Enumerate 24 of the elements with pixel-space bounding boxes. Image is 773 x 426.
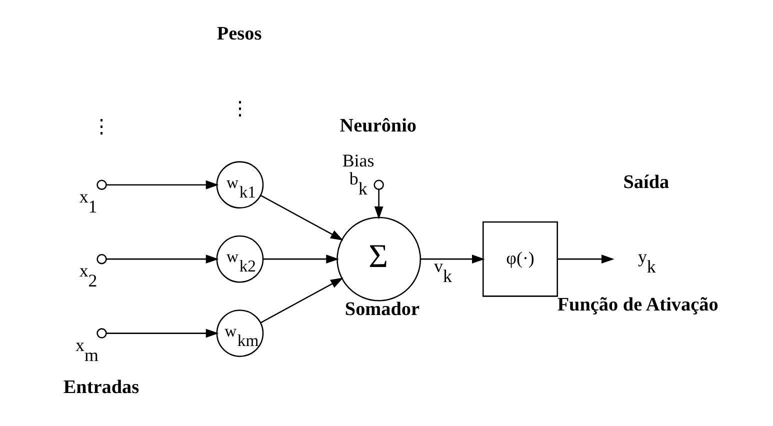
arrow [420, 254, 485, 264]
node-label: Função de Ativação [557, 294, 718, 316]
node-circle [96, 328, 107, 338]
arrow [106, 180, 219, 190]
arrow [260, 278, 344, 324]
node-circle [96, 254, 107, 264]
label: Saída [623, 172, 670, 194]
node-circle [96, 180, 107, 190]
arrow [263, 254, 339, 264]
label: Entradas [63, 376, 140, 398]
arrow [260, 194, 344, 240]
node-circle [374, 180, 384, 190]
label: Pesos [216, 24, 262, 45]
label: ⋮ [230, 99, 250, 120]
label: ⋮ [92, 117, 112, 138]
node-circle: Σ [336, 216, 422, 302]
arrow [374, 189, 384, 220]
node-box: φ(·) [482, 221, 558, 297]
label: Neurônio [340, 116, 417, 137]
arrow [106, 254, 219, 264]
node-label: Somador [344, 298, 420, 320]
arrow [106, 328, 219, 338]
arrow [557, 254, 614, 264]
node-label: Bias [342, 150, 374, 171]
